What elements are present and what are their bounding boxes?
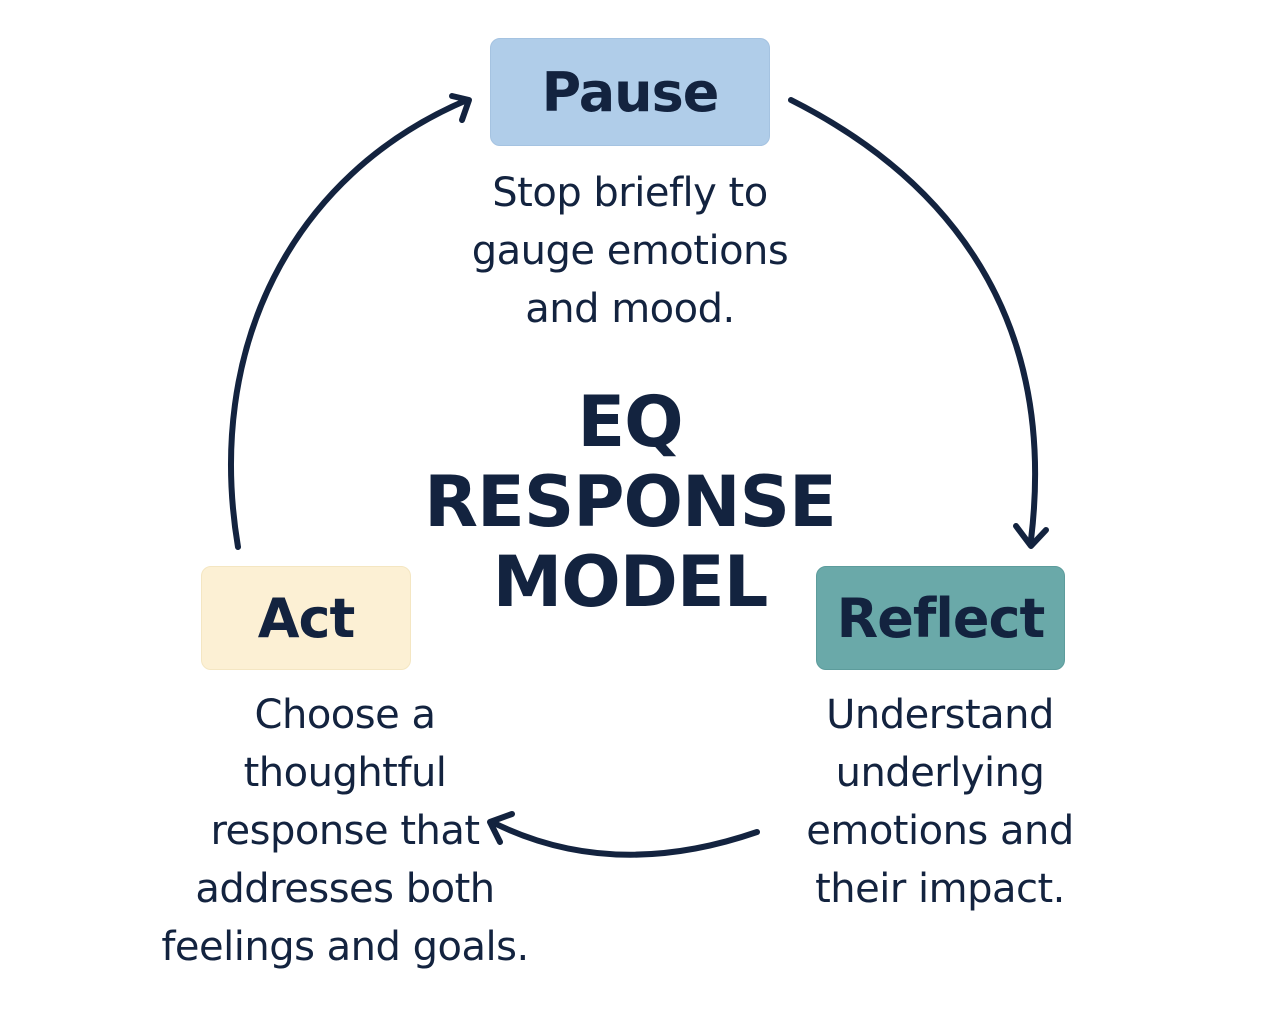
- pause-step-description: Stop briefly to gauge emotions and mood.: [440, 164, 820, 338]
- description-line: Understand: [826, 692, 1054, 738]
- description-line: underlying: [835, 750, 1045, 796]
- description-line: gauge emotions: [471, 228, 789, 274]
- description-line: Choose a: [254, 692, 436, 738]
- description-line: response that: [210, 808, 480, 854]
- reflect-step-title: Reflect: [836, 586, 1046, 650]
- arrow-pause-to-reflect: [788, 97, 1038, 543]
- act-step-description: Choose a thoughtful response that addres…: [150, 686, 540, 976]
- description-line: their impact.: [815, 866, 1065, 912]
- title-line: MODEL: [492, 541, 769, 623]
- arrow-reflect-to-act: [489, 819, 760, 858]
- title-line: RESPONSE: [424, 461, 837, 543]
- description-line: addresses both: [195, 866, 495, 912]
- pause-step-title: Pause: [541, 60, 720, 124]
- arrowhead-pause: [449, 93, 472, 123]
- description-line: thoughtful: [243, 750, 447, 796]
- description-line: feelings and goals.: [161, 924, 529, 970]
- description-line: Stop briefly to: [492, 170, 768, 216]
- arrow-act-to-pause: [228, 97, 470, 550]
- act-step-title: Act: [257, 586, 356, 650]
- description-line: and mood.: [525, 286, 735, 332]
- arrowhead-act: [487, 811, 515, 845]
- pause-step-box: Pause: [490, 38, 770, 146]
- act-step-box: Act: [201, 566, 411, 670]
- description-line: emotions and: [806, 808, 1074, 854]
- diagram-title: EQ RESPONSE MODEL: [400, 382, 860, 622]
- title-line: EQ: [577, 381, 683, 463]
- arrowhead-reflect: [1013, 523, 1049, 549]
- reflect-step-description: Understand underlying emotions and their…: [775, 686, 1105, 918]
- reflect-step-box: Reflect: [816, 566, 1065, 670]
